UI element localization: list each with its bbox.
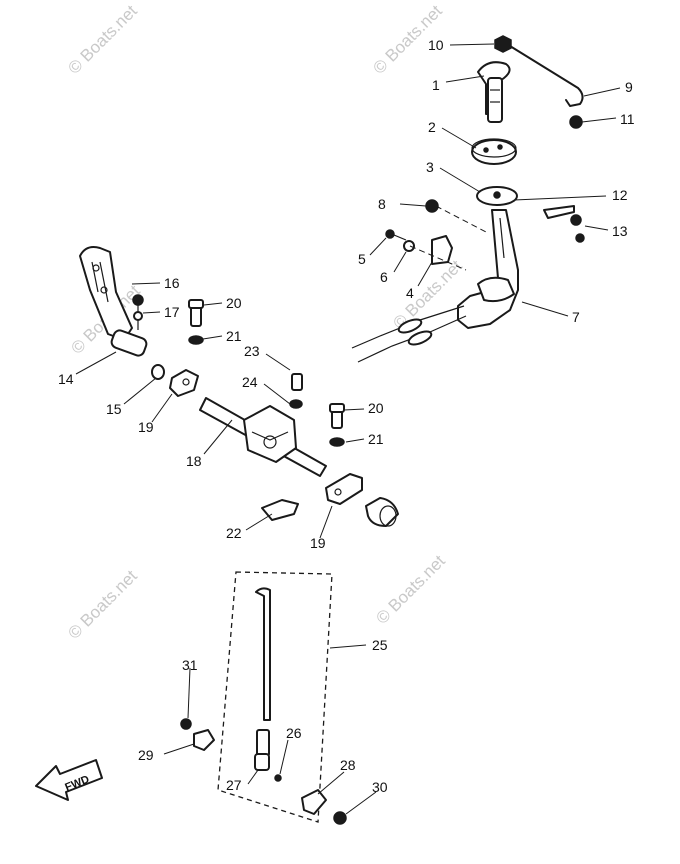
part-31-nut: [180, 718, 192, 730]
shift-shaft-assembly: [199, 373, 399, 527]
part-30-screw: [333, 811, 347, 825]
part-13-nut: [575, 233, 585, 243]
part-29-clip: [193, 729, 215, 751]
callout-19-lower: 19: [310, 535, 326, 551]
leader-lines: [75, 43, 621, 815]
part-16-bolt: [132, 294, 144, 306]
callout-10: 10: [428, 37, 444, 53]
callout-30: 30: [372, 779, 388, 795]
callout-21-upper: 21: [226, 328, 242, 344]
callout-7: 7: [572, 309, 580, 325]
part-5-bolt: [385, 229, 395, 239]
part-27-joint: [254, 753, 270, 771]
watermark-text: © Boats.net: [64, 1, 141, 78]
callout-8: 8: [378, 196, 386, 212]
part-25-rod: [255, 587, 271, 721]
callout-31: 31: [182, 657, 198, 673]
callout-28: 28: [340, 757, 356, 773]
callout-5: 5: [358, 251, 366, 267]
part-11-clip: [569, 115, 583, 129]
part-25-rod-end: [256, 729, 270, 757]
part-9-link-rod: [509, 45, 584, 107]
callout-26: 26: [286, 725, 302, 741]
part-21-washer-upper: [188, 335, 204, 345]
callout-27: 27: [226, 777, 242, 793]
part-10-nut: [494, 35, 512, 53]
part-17-washer: [133, 311, 143, 321]
part-6-washer: [403, 240, 415, 252]
callout-25: 25: [372, 637, 388, 653]
callout-12: 12: [612, 187, 628, 203]
callout-17: 17: [164, 304, 180, 320]
callout-23: 23: [244, 343, 260, 359]
callout-3: 3: [426, 159, 434, 175]
throttle-rod-assembly: [180, 571, 347, 825]
part-7-bracket: [457, 209, 519, 329]
callout-11: 11: [620, 111, 635, 127]
callout-4: 4: [406, 285, 414, 301]
watermark-text: © Boats.net: [372, 551, 449, 628]
callout-numbers: 10 1 9 11 2 3 12 8 13 5 6 4 7 16 17 20 2…: [58, 37, 635, 795]
part-13-nut: [570, 214, 582, 226]
part-15-ring: [151, 364, 165, 380]
callout-20-upper: 20: [226, 295, 242, 311]
callout-6: 6: [380, 269, 388, 285]
fwd-arrow: FWD: [35, 759, 103, 801]
end-cap: [365, 497, 399, 527]
shift-lever-assembly: [79, 246, 204, 397]
part-14-shaft: [110, 329, 148, 357]
callout-18: 18: [186, 453, 202, 469]
part-19-joint-upper: [169, 369, 199, 397]
watermark-text: © Boats.net: [64, 566, 141, 643]
callout-1: 1: [432, 77, 440, 93]
callout-20-lower: 20: [368, 400, 384, 416]
part-12-clip: [543, 205, 575, 219]
callout-9: 9: [625, 79, 633, 95]
part-25-kit-outline: [217, 571, 333, 823]
part-24-washer: [289, 399, 303, 409]
part-19-joint-lower: [325, 473, 363, 505]
callout-13: 13: [612, 223, 628, 239]
callout-15: 15: [106, 401, 122, 417]
part-21-washer-lower: [329, 437, 345, 447]
callout-16: 16: [164, 275, 180, 291]
callout-14: 14: [58, 371, 74, 387]
part-28-clip: [301, 789, 327, 815]
part-4-clamp: [431, 235, 453, 265]
callout-21-lower: 21: [368, 431, 384, 447]
callout-24: 24: [242, 374, 258, 390]
callout-29: 29: [138, 747, 154, 763]
part-23-bolt: [291, 373, 303, 391]
callout-19-upper: 19: [138, 419, 154, 435]
part-26-pin: [274, 774, 282, 782]
part-1-shaft: [487, 77, 503, 123]
fwd-arrow-icon: [35, 759, 103, 801]
part-2-collar: [471, 139, 517, 165]
callout-2: 2: [428, 119, 436, 135]
callout-22: 22: [226, 525, 242, 541]
throttle-lever-assembly: [351, 35, 585, 363]
